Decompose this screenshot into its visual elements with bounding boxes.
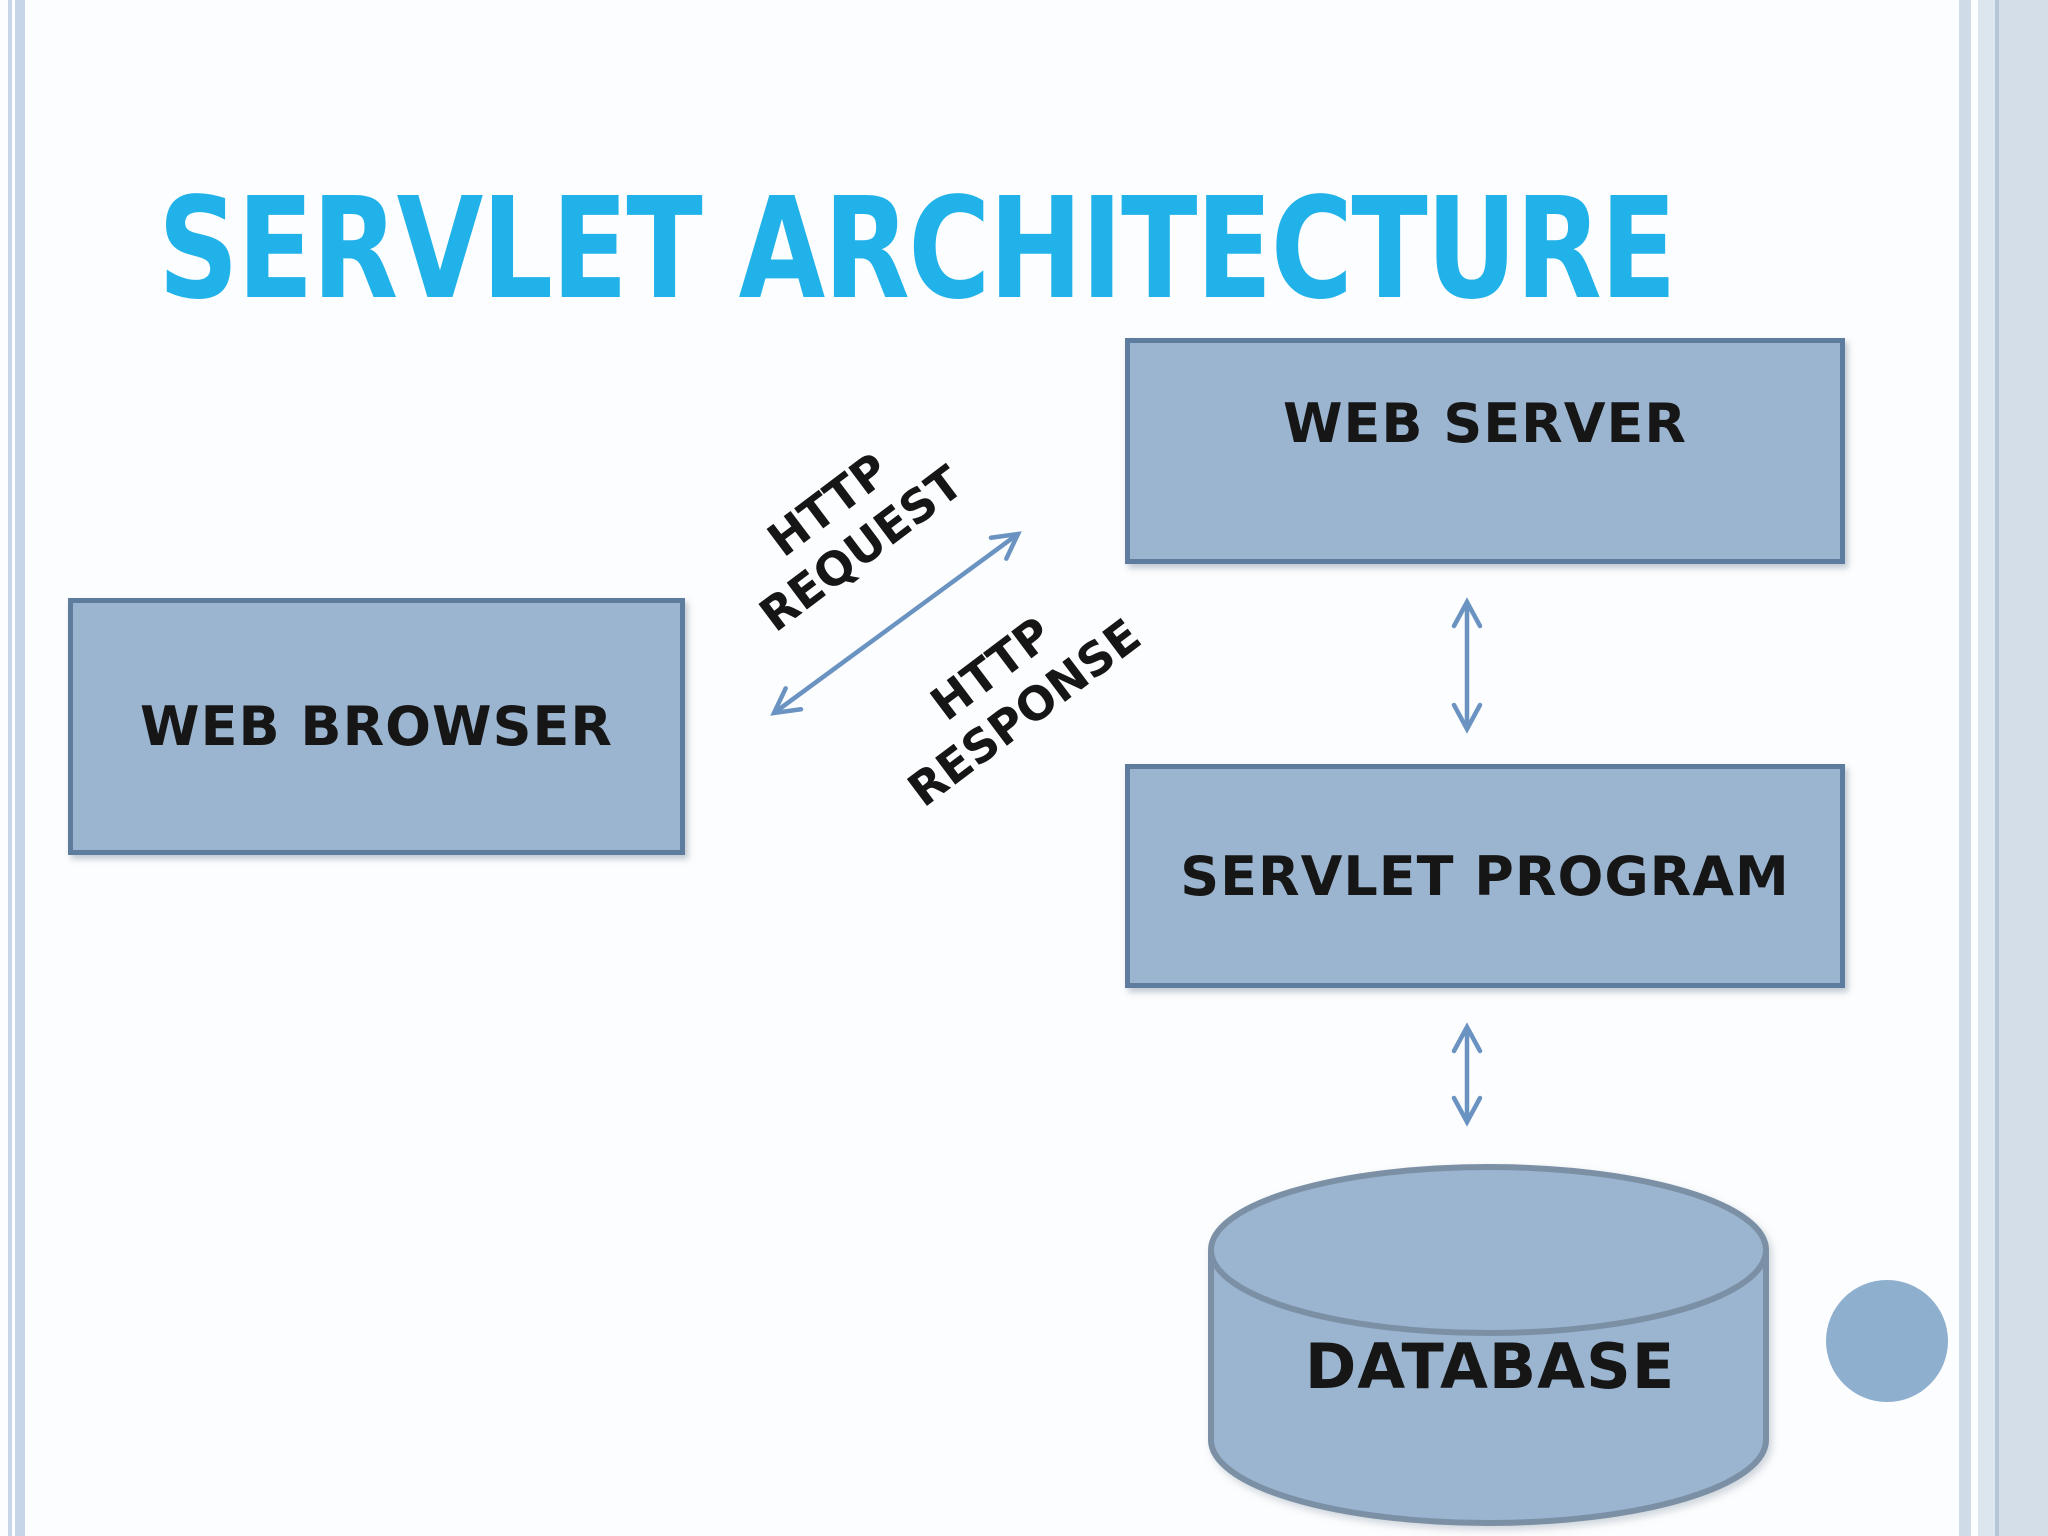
right-frame-line bbox=[1959, 0, 1971, 1536]
database-cylinder-top bbox=[1208, 1164, 1769, 1336]
right-frame-band-outer bbox=[1999, 0, 2048, 1536]
arrow-browser-server bbox=[770, 531, 1022, 716]
node-web-server: WEB SERVER bbox=[1125, 338, 1845, 564]
web-server-label: WEB SERVER bbox=[1282, 392, 1688, 455]
right-frame-band-inner bbox=[1978, 0, 1995, 1536]
node-servlet-program: SERVLET PROGRAM bbox=[1125, 764, 1845, 988]
database-label: DATABASE bbox=[1304, 1330, 1676, 1403]
left-frame-line bbox=[8, 0, 12, 1536]
left-frame-band bbox=[15, 0, 25, 1536]
servlet-program-label: SERVLET PROGRAM bbox=[1180, 844, 1790, 908]
decorative-circle bbox=[1826, 1280, 1948, 1402]
database-cylinder bbox=[1208, 1164, 1769, 1526]
slide-title: SERVLET ARCHITECTURE bbox=[158, 168, 1677, 331]
web-browser-label: WEB BROWSER bbox=[140, 695, 613, 758]
right-frame-accent-line bbox=[1995, 0, 1999, 1536]
node-web-browser: WEB BROWSER bbox=[68, 598, 685, 855]
